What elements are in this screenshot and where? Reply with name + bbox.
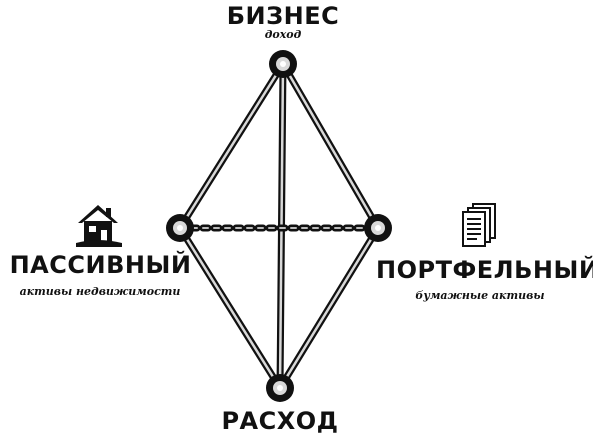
house-icon bbox=[76, 205, 122, 247]
node-right bbox=[364, 214, 392, 242]
documents-icon bbox=[462, 203, 496, 247]
node-label-passive: ПАССИВНЫЙ bbox=[9, 251, 192, 279]
node-bottom bbox=[266, 374, 294, 402]
node-label-business: БИЗНЕС bbox=[226, 2, 340, 30]
node-label-portfolio: ПОРТФЕЛЬНЫЙ bbox=[376, 256, 593, 284]
edge-top-left bbox=[176, 60, 287, 232]
node-sublabel-paper-assets: бумажные активы bbox=[415, 289, 545, 302]
connection-lines bbox=[176, 60, 382, 392]
node-sublabel-income: доход bbox=[264, 28, 302, 41]
edge-right-bottom bbox=[276, 224, 382, 392]
node-label-expense: РАСХОД bbox=[221, 407, 339, 435]
edge-top-right bbox=[279, 60, 382, 232]
node-sublabel-real-estate: активы недвижимости bbox=[19, 285, 181, 298]
node-top bbox=[269, 50, 297, 78]
node-left bbox=[166, 214, 194, 242]
edge-left-bottom bbox=[176, 224, 284, 392]
